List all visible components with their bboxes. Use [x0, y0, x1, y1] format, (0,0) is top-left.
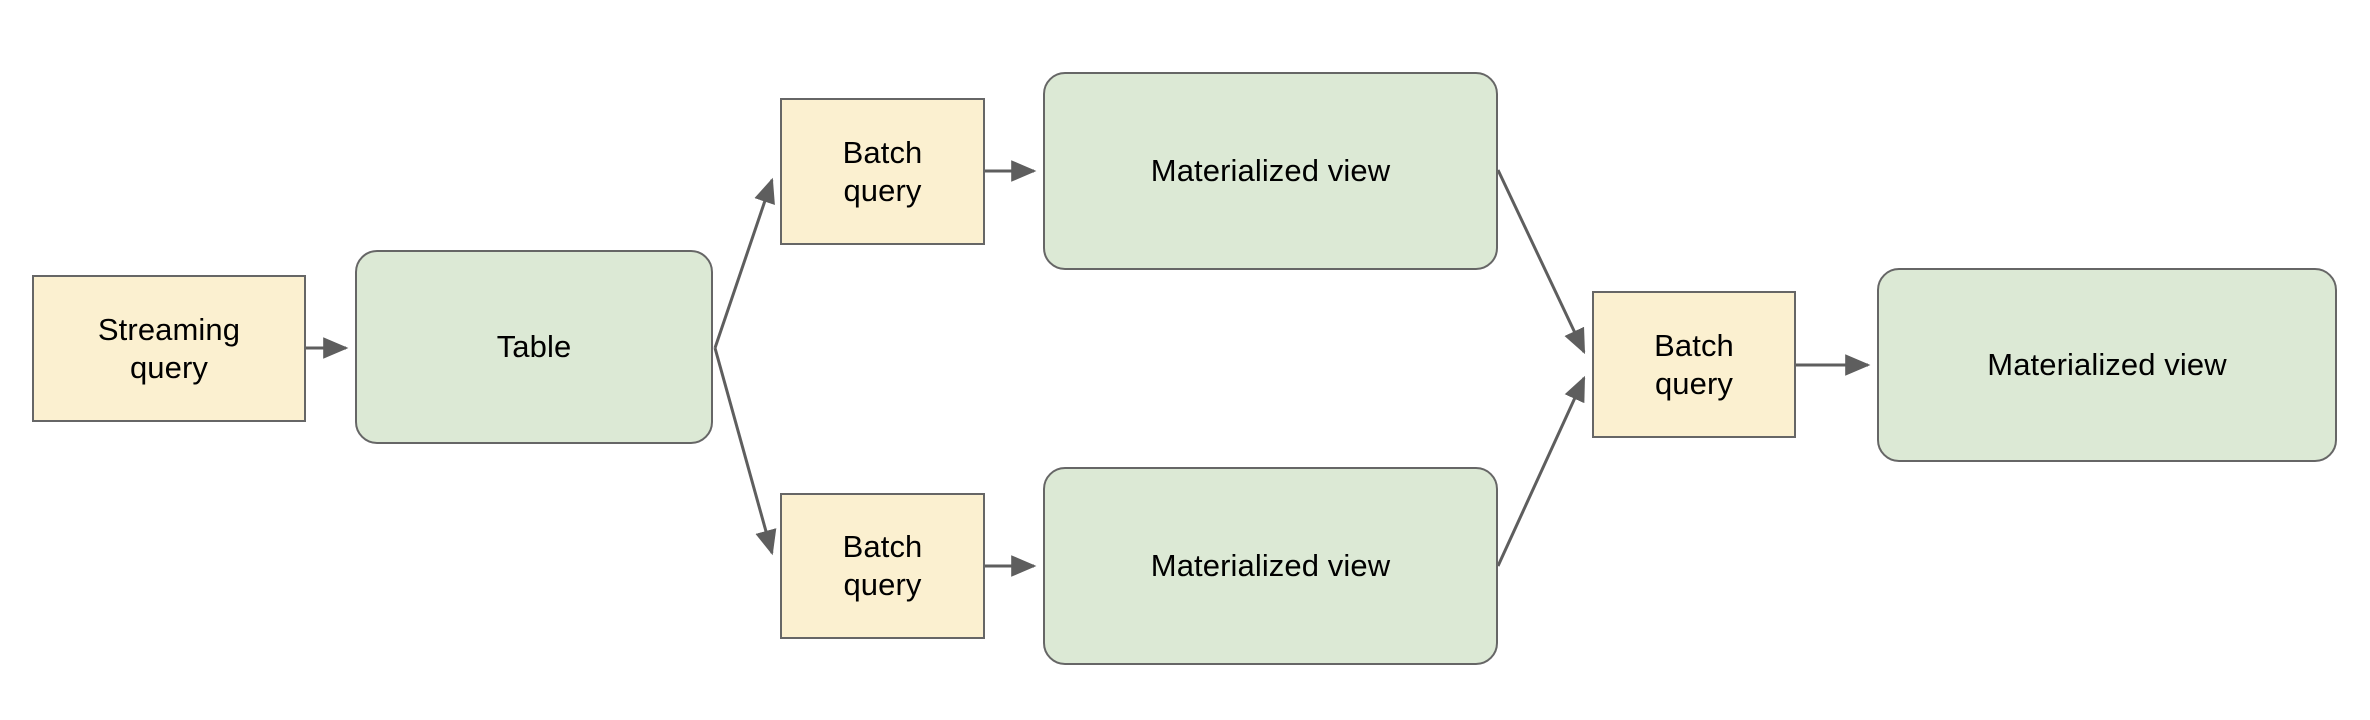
edge-materialized-view-bottom-to-batch-query-join: [1496, 375, 1586, 567]
node-label: Batch query: [1654, 327, 1734, 401]
edge-materialized-view-top-to-batch-query-join: [1496, 169, 1586, 355]
node-materialized-view-top[interactable]: Materialized view: [1043, 72, 1498, 270]
node-label: Streaming query: [97, 311, 241, 385]
edge-table-to-batch-query-top: [713, 177, 775, 349]
node-label: Table: [496, 329, 572, 365]
node-label: Materialized view: [1150, 548, 1391, 584]
node-label: Materialized view: [1987, 347, 2227, 383]
edge-table-to-batch-query-bottom: [713, 347, 777, 556]
node-materialized-view-bottom[interactable]: Materialized view: [1043, 467, 1498, 665]
node-label: Materialized view: [1150, 153, 1391, 189]
node-label: Batch query: [842, 529, 923, 602]
node-label: Batch query: [842, 134, 923, 208]
node-streaming-query[interactable]: Streaming query: [32, 275, 306, 422]
node-batch-query-top[interactable]: Batch query: [780, 98, 985, 245]
node-batch-query-bottom[interactable]: Batch query: [780, 493, 985, 639]
node-batch-query-join[interactable]: Batch query: [1592, 291, 1796, 438]
node-table[interactable]: Table: [355, 250, 713, 444]
node-materialized-view-final[interactable]: Materialized view: [1877, 268, 2337, 462]
